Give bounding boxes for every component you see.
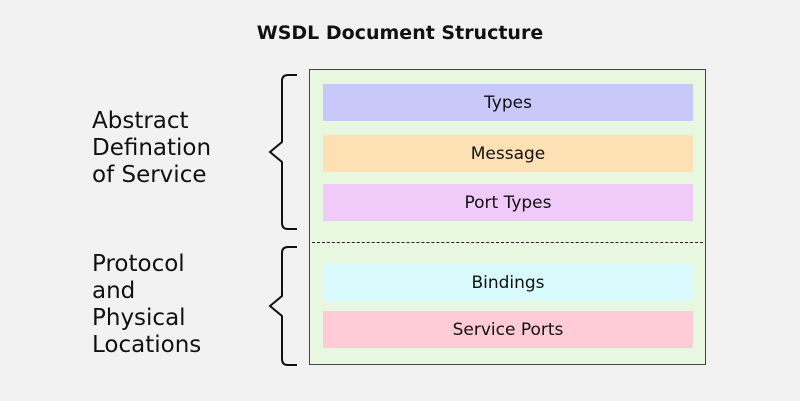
group-label-abstract: Abstract Defination of Service — [92, 108, 211, 189]
box-port-types: Port Types — [323, 184, 693, 221]
label-line: Physical — [92, 305, 186, 331]
label-line: and — [92, 278, 136, 304]
brace-protocol — [268, 246, 297, 366]
box-label: Message — [470, 143, 546, 164]
box-label: Service Ports — [452, 319, 564, 340]
section-divider — [312, 242, 703, 243]
diagram-title: WSDL Document Structure — [256, 22, 544, 44]
box-bindings: Bindings — [323, 264, 693, 301]
group-label-protocol: Protocol and Physical Locations — [92, 251, 201, 359]
box-label: Bindings — [471, 272, 545, 293]
brace-abstract — [268, 74, 297, 230]
box-service-ports: Service Ports — [323, 311, 693, 348]
wsdl-document-container: Types Message Port Types Bindings Servic… — [309, 69, 706, 365]
label-line: Defination — [92, 135, 212, 161]
label-line: Protocol — [92, 251, 185, 277]
label-line: Abstract — [92, 108, 189, 134]
box-types: Types — [323, 84, 693, 121]
box-label: Port Types — [464, 192, 552, 213]
box-message: Message — [323, 135, 693, 172]
label-line: of Service — [92, 162, 207, 188]
label-line: Locations — [92, 332, 202, 358]
box-label: Types — [484, 92, 532, 113]
